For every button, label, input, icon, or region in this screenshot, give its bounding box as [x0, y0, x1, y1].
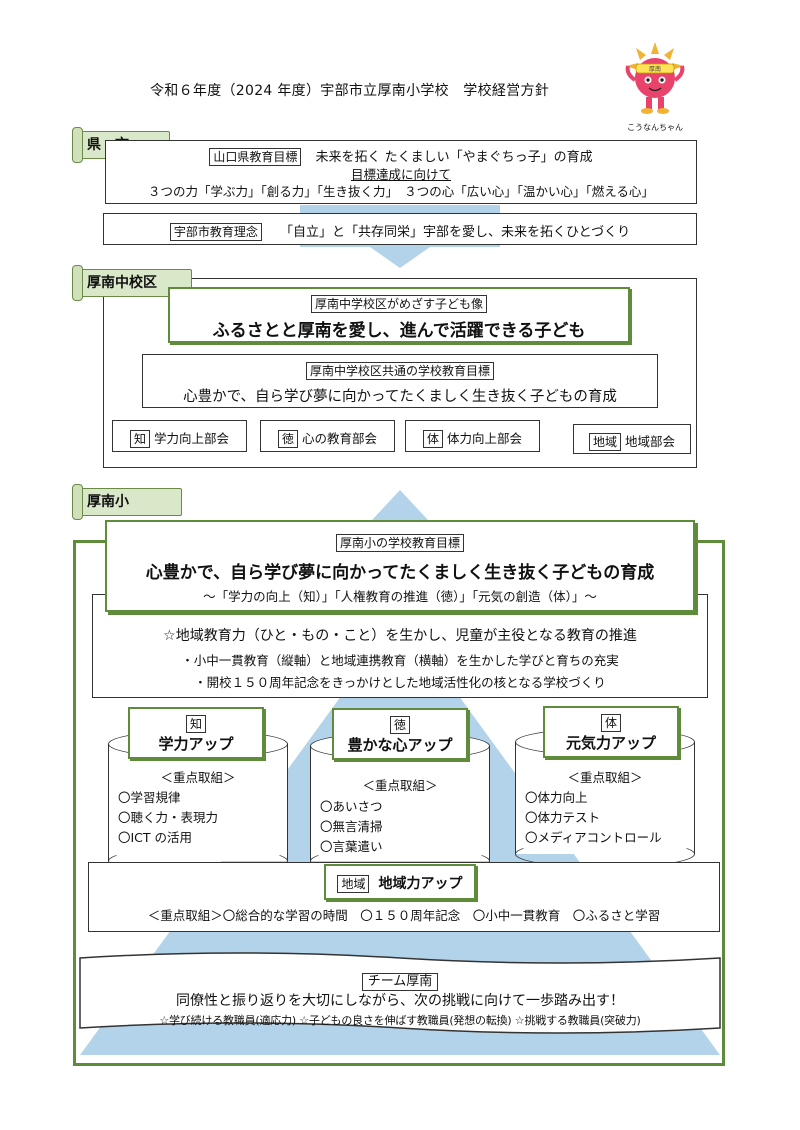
committee-community: 地域 地域部会 — [573, 424, 691, 454]
pillar-health-title: 体 元気力アップ — [543, 706, 679, 758]
pillar-item: 〇聴く力・表現力 — [118, 810, 219, 825]
school-policy-item: ・小中一貫教育（縦軸）と地域連携教育（横軸）を生かした学びと育ちの充実 — [181, 653, 619, 668]
school-goal-text: 心豊かで、自ら学び夢に向かってたくましく生き抜く子どもの育成 — [145, 563, 655, 583]
community-title: 地域 地域力アップ — [324, 864, 476, 900]
pillar-item: 〇ICT の活用 — [118, 830, 193, 845]
district-vision-box: 厚南中学校区がめざす子ども像 ふるさとと厚南を愛し、進んで活躍できる子ども — [168, 287, 630, 343]
pillar-tag: 徳 — [389, 716, 410, 734]
pillar-item: 〇言葉遣い — [320, 839, 383, 854]
school-policy-item: ・開校１５０周年記念をきっかけとした地域活性化の核となる学校づくり — [194, 675, 606, 690]
prefecture-goal-text: 未来を拓く たくましい「やまぐちっ子」の育成 — [315, 150, 593, 165]
committee-label: 地域部会 — [624, 434, 675, 449]
prefecture-goal-tag: 山口県教育目標 — [209, 148, 302, 166]
svg-text:厚南: 厚南 — [649, 65, 661, 73]
district-vision-text: ふるさとと厚南を愛し、進んで活躍できる子ども — [212, 321, 586, 341]
pillar-title: 元気力アップ — [565, 734, 656, 752]
team-tag: チーム厚南 — [361, 973, 439, 991]
committee-tag: 体 — [422, 430, 443, 448]
pillar-item: 〇体力テスト — [525, 810, 601, 825]
pillar-item: 〇あいさつ — [320, 799, 383, 814]
district-vision-tag: 厚南中学校区がめざす子ども像 — [310, 295, 487, 313]
community-text: ＜重点取組＞〇総合的な学習の時間 〇１５０周年記念 〇小中一貫教育 〇ふるさと学… — [147, 908, 661, 923]
pillar-heart-title: 徳 豊かな心アップ — [332, 708, 468, 760]
district-common-tag: 厚南中学校区共通の学校教育目標 — [305, 362, 494, 380]
school-goal-sub: ～「学力の向上（知）」「人権教育の推進（徳）」「元気の創造（体）」～ — [203, 589, 597, 604]
pillar-title: 豊かな心アップ — [347, 736, 453, 754]
committee-tag: 地域 — [588, 433, 621, 451]
up-arrow-school — [372, 490, 428, 520]
mascot: 厚南 こうなんちゃん — [622, 40, 688, 135]
district-common-goal-box: 厚南中学校区共通の学校教育目標 心豊かで、自ら学び夢に向かってたくましく生き抜く… — [142, 354, 658, 408]
community-title-text: 地域力アップ — [378, 876, 463, 892]
committee-physical: 体 体力向上部会 — [405, 420, 540, 452]
prefecture-target-text: ３つの力「学ぶ力」「創る力」「生き抜く力」 ３つの心「広い心」「温かい心」「燃え… — [148, 184, 654, 199]
team-sub: ☆学び続ける教職員(適応力) ☆子どもの良さを伸ばす教職員(発想の転換) ☆挑戦… — [159, 1014, 641, 1027]
committee-tag: 徳 — [277, 430, 298, 448]
committee-tag: 知 — [129, 430, 150, 448]
pillar-item: 〇体力向上 — [525, 790, 588, 805]
pillar-item: 〇無言清掃 — [320, 819, 383, 834]
committee-knowledge: 知 学力向上部会 — [112, 420, 247, 452]
team-banner-shape — [79, 952, 721, 1034]
pillar-heading: ＜重点取組＞ — [567, 770, 643, 785]
prefecture-target-title: 目標達成に向けて — [350, 167, 451, 182]
pillar-heading: ＜重点取組＞ — [160, 770, 236, 785]
pillar-heading: ＜重点取組＞ — [362, 778, 438, 793]
city-philosophy-text: 「自立」と「共存同栄」宇部を愛し、未来を拓くひとづくり — [280, 225, 631, 240]
section-label-school: 厚南小 — [72, 484, 182, 520]
committee-label: 体力向上部会 — [446, 431, 522, 446]
pillar-item: 〇メディアコントロール — [525, 830, 662, 845]
city-philosophy-box: 宇部市教育理念 「自立」と「共存同栄」宇部を愛し、未来を拓くひとづくり — [103, 213, 697, 245]
page-title: 令和６年度（2024 年度）宇部市立厚南小学校 学校経営方針 — [150, 83, 550, 99]
prefecture-goal-box: 山口県教育目標 未来を拓く たくましい「やまぐちっ子」の育成 目標達成に向けて … — [105, 140, 697, 204]
committee-label: 心の教育部会 — [301, 431, 377, 446]
school-goal-tag: 厚南小の学校教育目標 — [335, 534, 464, 552]
pillar-tag: 体 — [600, 714, 621, 732]
mascot-icon: 厚南 — [625, 42, 685, 114]
city-philosophy-tag: 宇部市教育理念 — [169, 223, 262, 241]
district-common-text: 心豊かで、自ら学び夢に向かってたくましく生き抜く子どもの育成 — [183, 389, 617, 405]
pillar-title: 学力アップ — [158, 735, 234, 753]
pillar-tag: 知 — [185, 715, 206, 733]
school-goal-box: 厚南小の学校教育目標 心豊かで、自ら学び夢に向かってたくましく生き抜く子どもの育… — [105, 520, 695, 612]
committee-morality: 徳 心の教育部会 — [260, 420, 395, 452]
team-main: 同僚性と振り返りを大切にしながら、次の挑戦に向けて一歩踏み出す！ — [176, 993, 624, 1009]
community-tag: 地域 — [337, 875, 370, 893]
pillar-academic-title: 知 学力アップ — [128, 707, 264, 759]
mascot-label: こうなんちゃん — [627, 123, 683, 132]
committee-label: 学力向上部会 — [153, 431, 229, 446]
pillar-item: 〇学習規律 — [118, 790, 181, 805]
school-policy-main: ☆地域教育力（ひと・もの・こと）を生かし、児童が主役となる教育の推進 — [163, 628, 637, 644]
